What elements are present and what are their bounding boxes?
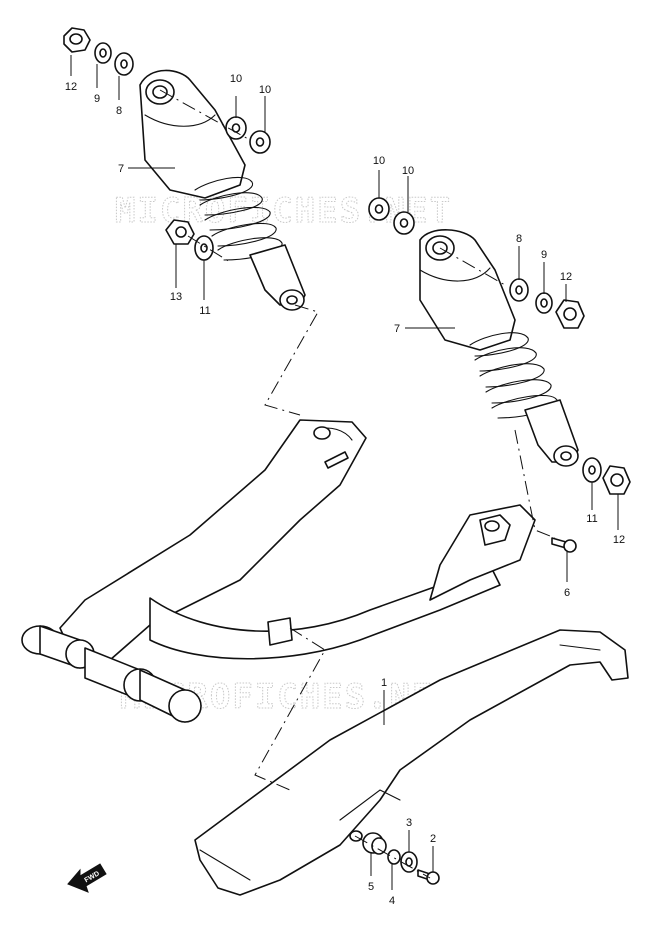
callout-10-left-b: 10 bbox=[259, 84, 271, 96]
washer-9-right-hole bbox=[540, 298, 548, 308]
callout-13: 13 bbox=[170, 291, 182, 303]
shock-absorber-left bbox=[139, 69, 306, 311]
shock-absorber-right bbox=[419, 229, 579, 467]
callout-10-right-a: 10 bbox=[373, 155, 385, 167]
callout-10-right-b: 10 bbox=[402, 165, 414, 177]
washer-9-left-hole bbox=[99, 48, 107, 58]
callout-11-left: 11 bbox=[199, 305, 210, 317]
swingarm bbox=[21, 419, 536, 723]
callout-3: 3 bbox=[406, 817, 412, 829]
bushing-10-left-b-hole bbox=[255, 137, 265, 147]
bushing-10-right-b-hole bbox=[399, 218, 409, 228]
callout-7-right: 7 bbox=[394, 323, 400, 335]
collar-4 bbox=[387, 849, 401, 865]
cap-nut-12-right-top bbox=[555, 299, 585, 329]
callout-12-right-top: 12 bbox=[560, 271, 572, 283]
washer-8-right-hole bbox=[515, 285, 523, 295]
nut-13 bbox=[165, 219, 195, 245]
washer-11-left-hole bbox=[200, 243, 208, 253]
callout-5: 5 bbox=[368, 881, 374, 893]
bushing-10-right-a-hole bbox=[374, 204, 384, 214]
callout-4: 4 bbox=[389, 895, 395, 907]
callout-12-top-left: 12 bbox=[65, 81, 77, 93]
callout-8-right: 8 bbox=[516, 233, 522, 245]
washer-11-right-hole bbox=[588, 465, 596, 475]
cap-nut-12-top-left bbox=[63, 27, 91, 53]
callout-11-right: 11 bbox=[586, 513, 597, 525]
chain-case bbox=[194, 629, 629, 896]
callout-10-left-a: 10 bbox=[230, 73, 242, 85]
fwd-arrow-icon: FWD bbox=[67, 863, 107, 893]
washer-8-left-hole bbox=[120, 59, 128, 69]
callout-1: 1 bbox=[381, 677, 387, 689]
callout-9-right: 9 bbox=[541, 249, 547, 261]
callout-12-right-bottom: 12 bbox=[613, 534, 625, 546]
callout-6: 6 bbox=[564, 587, 570, 599]
callout-8-left: 8 bbox=[116, 105, 122, 117]
callout-7-left: 7 bbox=[118, 163, 124, 175]
grommet-5 bbox=[362, 832, 387, 855]
callout-2: 2 bbox=[430, 833, 436, 845]
bolt-6 bbox=[551, 537, 577, 553]
callout-9-left: 9 bbox=[94, 93, 100, 105]
cap-nut-12-right-bottom bbox=[602, 465, 631, 495]
